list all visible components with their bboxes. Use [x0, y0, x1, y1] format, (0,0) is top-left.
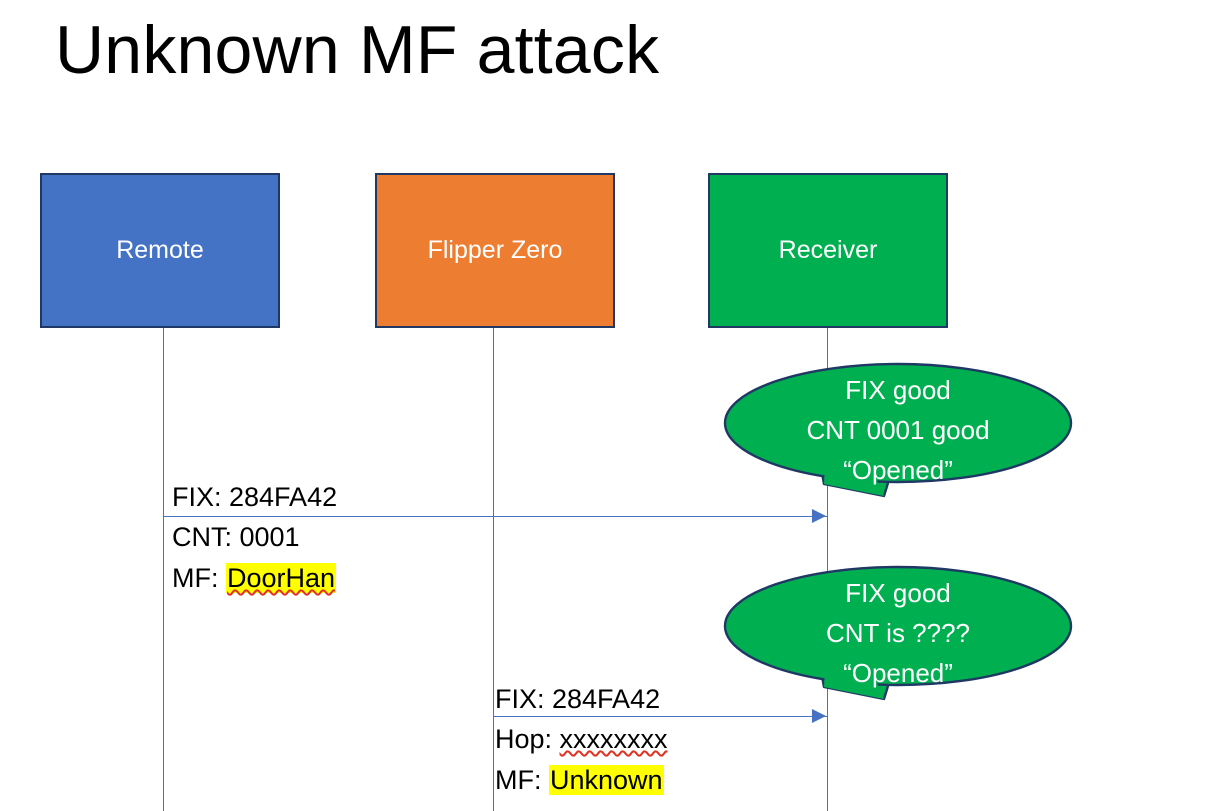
lifeline-flipper-zero: [493, 328, 494, 811]
callout-shape-icon: [723, 565, 1073, 701]
arrow-head-icon: [812, 709, 826, 723]
callout-shape-icon: [723, 362, 1073, 498]
message-2-hop-label: Hop:: [495, 724, 560, 754]
message-2-hop-value: xxxxxxxx: [559, 724, 668, 754]
callout-bubble-receiver-second[interactable]: FIX good CNT is ???? “Opened”: [723, 565, 1073, 701]
message-1-fix-text: FIX: 284FA42: [172, 482, 338, 512]
lifeline-remote: [163, 328, 164, 811]
message-2-mf-line: MF: Unknown: [495, 760, 668, 801]
message-arrow-remote-to-receiver: [163, 516, 827, 517]
actor-box-flipper-zero[interactable]: Flipper Zero: [375, 173, 615, 328]
message-2-mf-value: Unknown: [549, 765, 664, 795]
message-2-fix-line: FIX: 284FA42: [495, 679, 660, 720]
message-1-mf-value: DoorHan: [226, 563, 337, 593]
message-1-mf-label: MF:: [172, 563, 226, 593]
actor-box-remote[interactable]: Remote: [40, 173, 280, 328]
page-title: Unknown MF attack: [55, 12, 660, 88]
message-1-fix-line: FIX: 284FA42: [172, 477, 337, 518]
actor-label-remote: Remote: [116, 235, 204, 264]
actor-box-receiver[interactable]: Receiver: [708, 173, 948, 328]
actor-label-receiver: Receiver: [778, 235, 878, 264]
callout-bubble-receiver-first[interactable]: FIX good CNT 0001 good “Opened”: [723, 362, 1073, 498]
lifeline-receiver: [827, 328, 828, 811]
message-arrow-flipper-to-receiver: [493, 716, 827, 717]
arrow-head-icon: [812, 509, 826, 523]
message-2-detail-lines: Hop: xxxxxxxx MF: Unknown: [495, 719, 668, 801]
actor-label-flipper-zero: Flipper Zero: [427, 235, 563, 264]
message-2-mf-label: MF:: [495, 765, 549, 795]
message-1-detail-lines: CNT: 0001 MF: DoorHan: [172, 517, 337, 599]
message-2-hop-line: Hop: xxxxxxxx: [495, 719, 668, 760]
message-1-cnt-text: CNT: 0001: [172, 522, 300, 552]
message-1-mf-line: MF: DoorHan: [172, 558, 337, 599]
message-2-fix-text: FIX: 284FA42: [495, 684, 661, 714]
